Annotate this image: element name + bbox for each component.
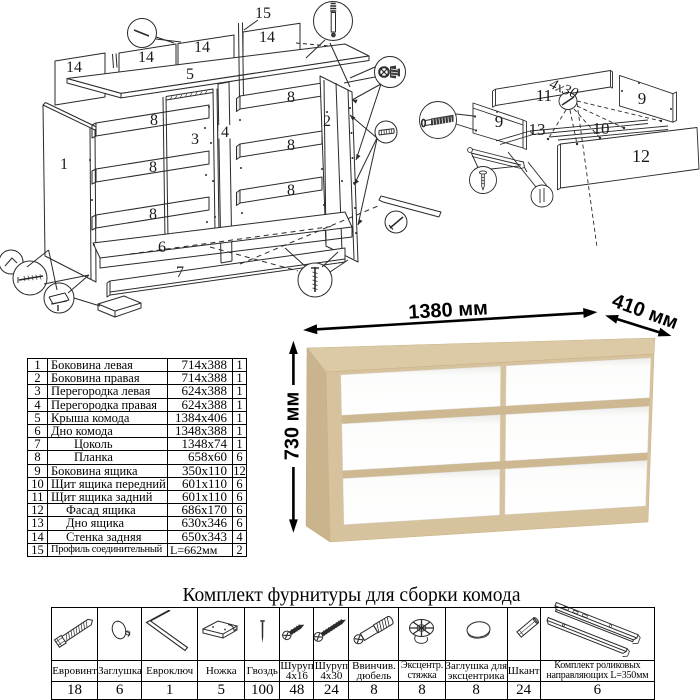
svg-text:8: 8 <box>287 89 295 106</box>
svg-text:12: 12 <box>632 146 650 166</box>
svg-text:1: 1 <box>60 156 68 173</box>
svg-text:730 мм: 730 мм <box>282 392 304 461</box>
svg-text:1380 мм: 1380 мм <box>408 297 489 323</box>
svg-text:8: 8 <box>287 137 295 154</box>
svg-text:9: 9 <box>495 112 504 131</box>
svg-text:13: 13 <box>529 120 546 139</box>
svg-text:7: 7 <box>176 264 184 281</box>
svg-text:8: 8 <box>150 112 158 129</box>
svg-text:8: 8 <box>149 159 157 176</box>
svg-text:14: 14 <box>194 39 210 56</box>
svg-text:3: 3 <box>191 131 199 148</box>
svg-text:8: 8 <box>287 182 295 199</box>
svg-text:10: 10 <box>593 119 610 138</box>
svg-text:15: 15 <box>255 5 271 22</box>
svg-text:11: 11 <box>536 86 552 105</box>
svg-text:5: 5 <box>186 66 194 83</box>
svg-text:2: 2 <box>323 113 331 130</box>
svg-text:4: 4 <box>221 124 229 141</box>
svg-text:14: 14 <box>138 49 154 66</box>
svg-text:9: 9 <box>638 89 647 108</box>
svg-text:6: 6 <box>158 239 166 256</box>
svg-text:14: 14 <box>259 29 275 46</box>
svg-text:14: 14 <box>66 59 82 76</box>
svg-text:8: 8 <box>149 206 157 223</box>
